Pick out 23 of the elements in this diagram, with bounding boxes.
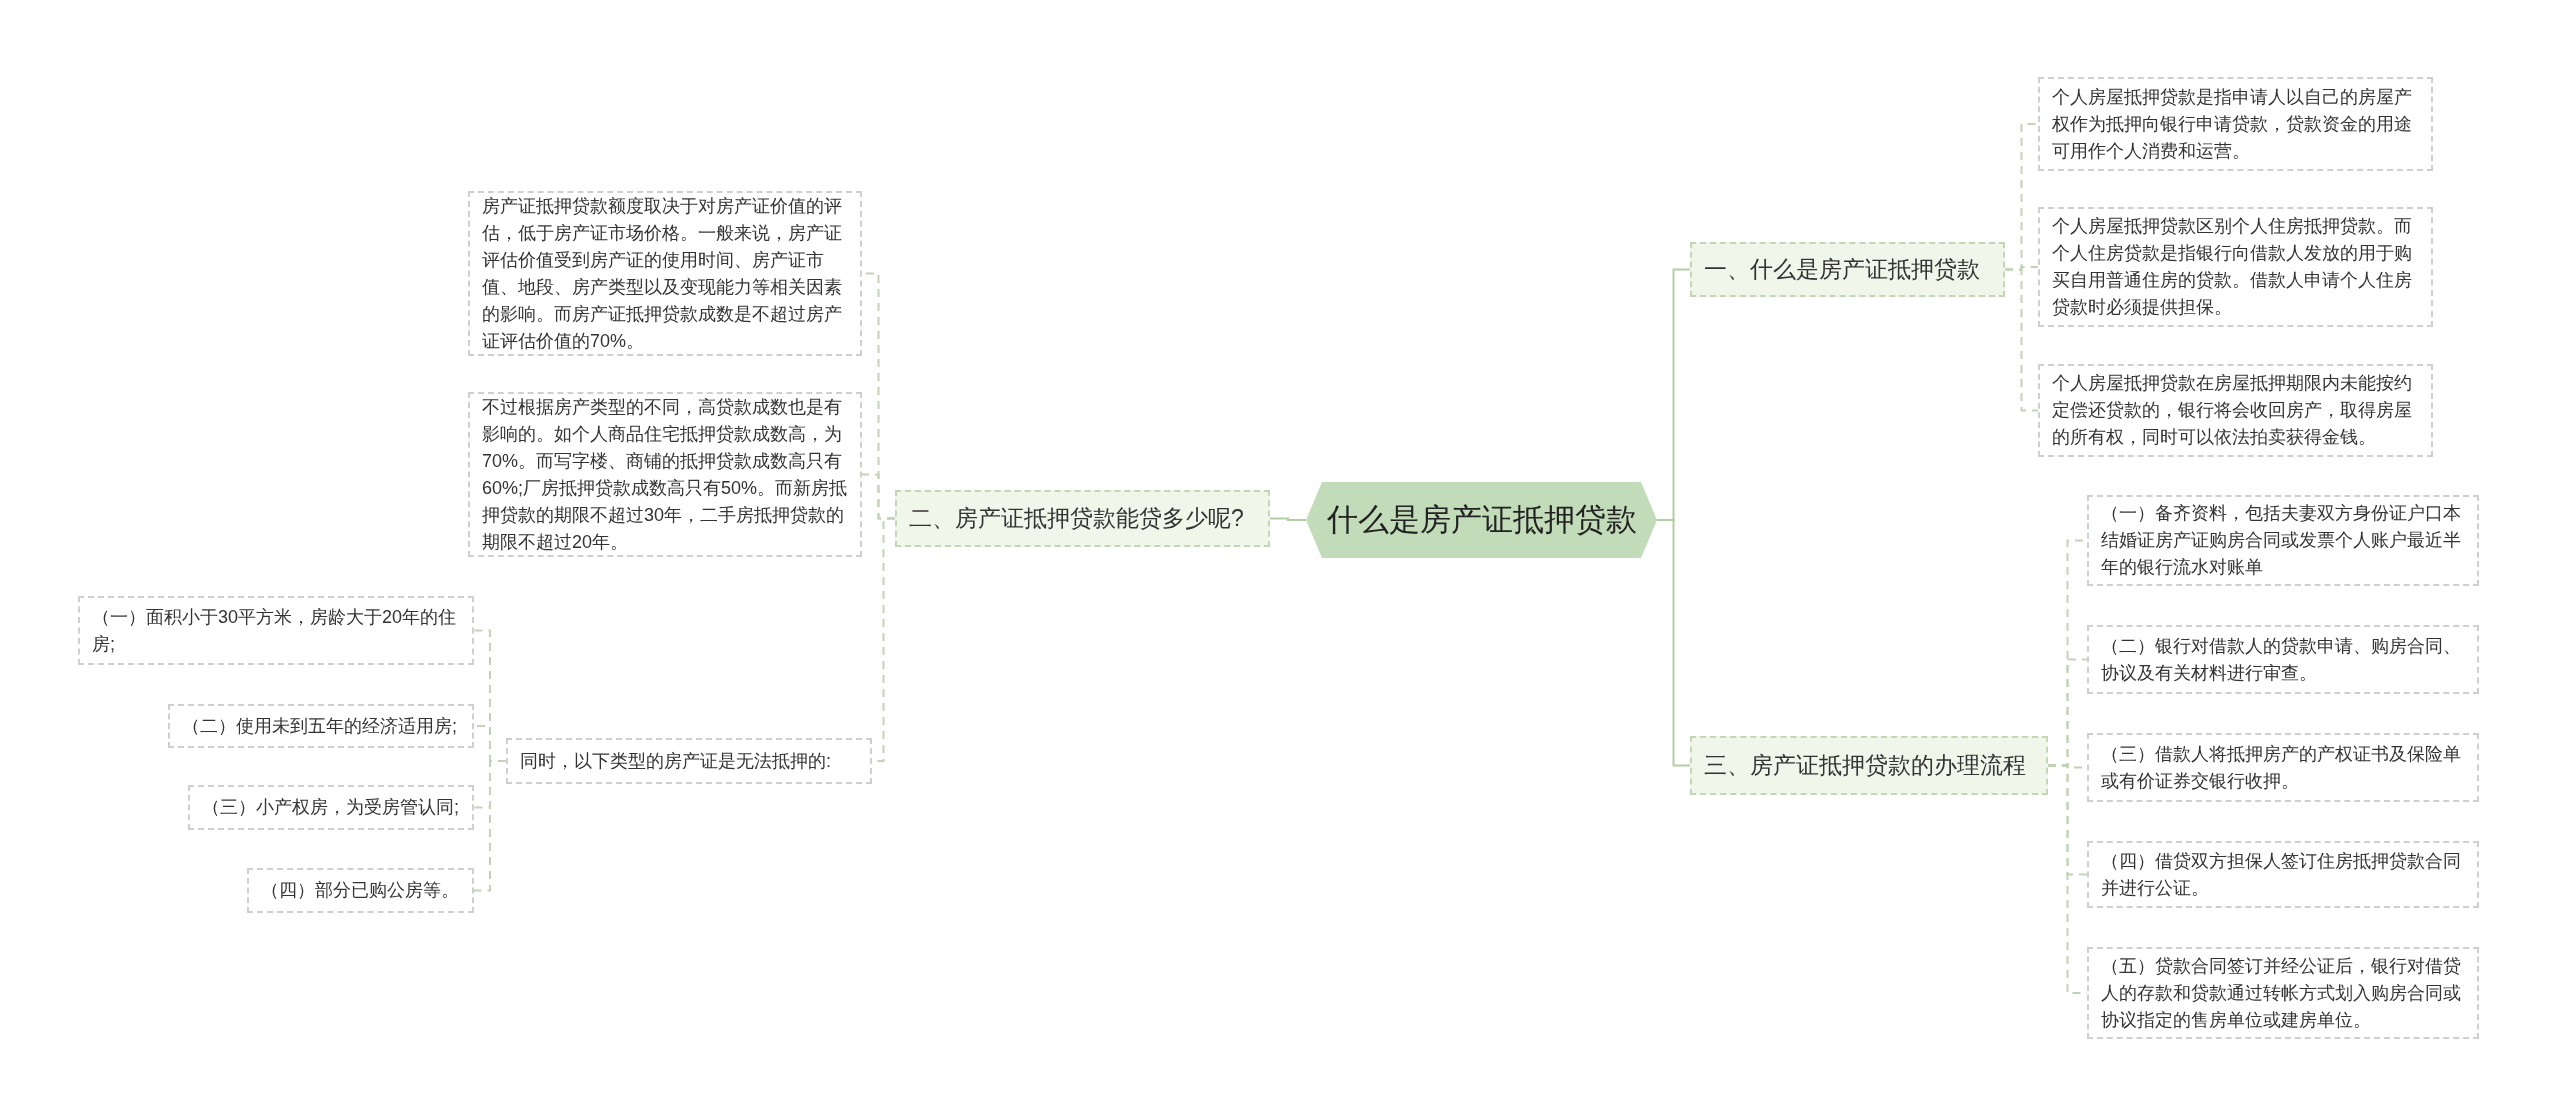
connector-line [1269, 517, 1307, 521]
note-box: （二）使用未到五年的经济适用房; [168, 704, 474, 748]
connector-line [1656, 519, 1691, 767]
note-box: （四）借贷双方担保人签订住房抵押贷款合同并进行公证。 [2087, 841, 2479, 908]
topic-box: 三、房产证抵押贷款的办理流程 [1690, 736, 2048, 795]
note-box: （三）小产权房，为受房管认同; [188, 785, 474, 830]
connector-line [473, 760, 507, 892]
note-box: 个人房屋抵押贷款是指申请人以自己的房屋产权作为抵押向银行申请贷款，贷款资金的用途可用作个人消费和运营。 [2038, 77, 2433, 171]
note-box: 个人房屋抵押贷款在房屋抵押期限内未能按约定偿还贷款的，银行将会收回房产，取得房屋的所有权，同时可以依法拍卖获得金钱。 [2038, 364, 2433, 457]
note-box: 不过根据房产类型的不同，高贷款成数也是有影响的。如个人商品住宅抵押贷款成数高，为70%。而写字楼、商铺的抵押贷款成数高只有60%;厂房抵押贷款成数高只有50%。而新房抵押贷款的期限不超过30年，二手房抵押贷款的期限不超过20年。 [468, 392, 862, 557]
central-topic-hexagon: 什么是房产证抵押贷款 [1306, 482, 1657, 558]
topic-box: 一、什么是房产证抵押贷款 [1690, 242, 2005, 297]
note-box: （四）部分已购公房等。 [247, 868, 474, 913]
note-box: （三）借款人将抵押房产的产权证书及保险单或有价证券交银行收押。 [2087, 733, 2479, 802]
note-box: 房产证抵押贷款额度取决于对房产证价值的评估，低于房产证市场价格。一般来说，房产证评估价值受到房产证的使用时间、房产证市值、地段、房产类型以及变现能力等相关因素的影响。而房产证抵押贷款成数是不超过房产证评估价值的70%。 [468, 191, 862, 356]
note-box: （五）贷款合同签订并经公证后，银行对借贷人的存款和贷款通过转帐方式划入购房合同或协议指定的售房单位或建房单位。 [2087, 947, 2479, 1039]
note-box: 同时，以下类型的房产证是无法抵押的: [506, 738, 872, 784]
note-box: （二）银行对借款人的贷款申请、购房合同、协议及有关材料进行审查。 [2087, 625, 2479, 694]
note-box: （一）面积小于30平方米，房龄大于20年的住房; [78, 596, 474, 665]
connector-line [2004, 268, 2039, 412]
topic-box: 二、房产证抵押贷款能贷多少呢? [895, 490, 1270, 547]
note-box: （一）备齐资料，包括夫妻双方身份证户口本结婚证房产证购房合同或发票个人账户最近半年的银行流水对账单 [2087, 495, 2479, 586]
note-box: 个人房屋抵押贷款区别个人住房抵押贷款。而个人住房贷款是指银行向借款人发放的用于购买自用普通住房的贷款。借款人申请个人住房贷款时必须提供担保。 [2038, 207, 2433, 327]
